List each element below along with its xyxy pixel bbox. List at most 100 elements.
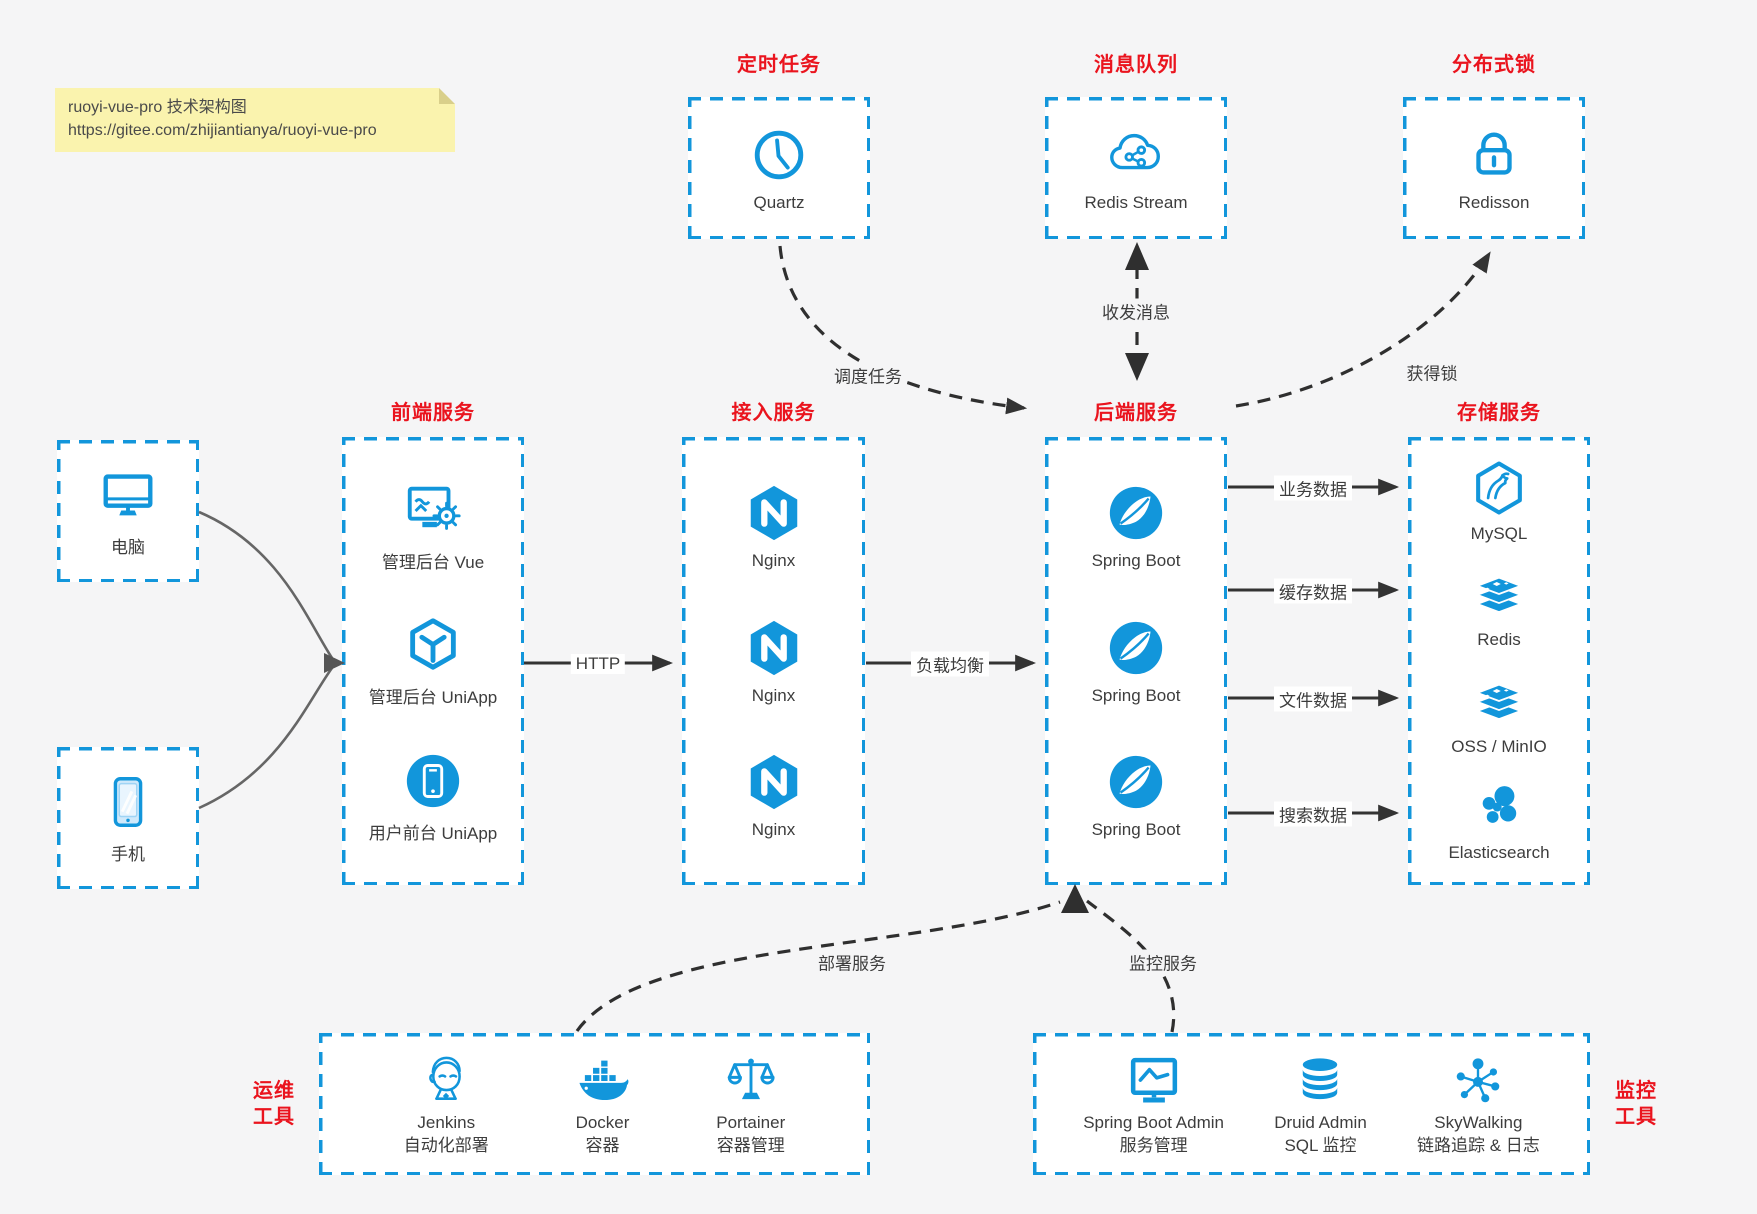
ops-label-line1: 运维 [253,1080,295,1102]
quartz-box: Quartz [688,97,870,239]
nginx-icon [750,486,797,541]
node-spring-boot-3: Spring Boot [1092,751,1180,840]
tool-desc: SQL 监控 [1284,1136,1357,1155]
uniapp-cube-icon [410,618,456,670]
message-queue-title: 消息队列 [1094,54,1178,76]
oss-minio-icon [1476,683,1522,720]
node-redis-stream: Redis Stream [1084,124,1188,213]
clock-icon [754,130,804,179]
smartphone-icon [113,777,143,827]
edge-label-search-data: 搜索数据 [1274,801,1352,827]
node-label: Spring Boot [1091,685,1181,705]
user-uniapp-icon [406,754,460,807]
spring-boot-icon [1109,487,1163,540]
msg-up-arrowhead [1125,242,1149,270]
msg-down-arrowhead [1125,353,1149,381]
node-label: 手机 [111,845,145,864]
node-nginx-1: Nginx [743,482,805,571]
spring-boot-icon [1109,621,1163,674]
node-spring-boot-1: Spring Boot [1092,482,1180,571]
node-redisson: Redisson [1459,124,1529,213]
node-user-uniapp: 用户前台 UniApp [369,750,497,844]
tool-skywalking: SkyWalking 链路追踪 & 日志 [1417,1052,1540,1157]
edge-label-deploy-service: 部署服务 [813,949,891,975]
tool-name: Jenkins [417,1112,476,1132]
node-label: Nginx [751,551,796,571]
tool-druid-admin: Druid Admin SQL 监控 [1274,1052,1367,1157]
elasticsearch-icon [1482,786,1517,824]
node-label: OSS / MinIO [1451,736,1547,756]
edge-label-monitor-service: 监控服务 [1124,949,1202,975]
nginx-icon [750,754,797,809]
tool-spring-boot-admin: Spring Boot Admin 服务管理 [1083,1052,1224,1157]
backend-services-box: Spring Boot Spring Boot Spring Boot [1045,437,1227,885]
storage-services-box: MySQL Redis OSS / MinIO [1408,437,1590,885]
node-label: Nginx [751,685,796,705]
edge-label-load-balance: 负载均衡 [911,651,989,677]
deploy-monitor-arrowhead [1061,884,1089,913]
edge-label-http: HTTP [570,654,626,674]
node-spring-boot-2: Spring Boot [1091,617,1181,706]
vue-admin-icon [407,486,461,530]
monitoring-tools-box: Spring Boot Admin 服务管理 Druid Admin SQL 监… [1033,1033,1590,1175]
tool-desc: 自动化部署 [403,1136,489,1155]
monitoring-label-line1: 监控 [1615,1080,1657,1102]
note-url: https://gitee.com/zhijiantianya/ruoyi-vu… [68,122,377,140]
edge-label-cache-data: 缓存数据 [1274,578,1352,604]
edge-label-business-data: 业务数据 [1274,475,1352,501]
node-admin-vue: 管理后台 Vue [382,479,484,573]
portainer-icon [727,1058,775,1099]
client-merge-curves [198,510,334,810]
client-merge-arrowhead [324,653,345,673]
backend-services-title: 后端服务 [1094,402,1178,424]
jenkins-icon [429,1056,462,1100]
edge-label-schedule-task: 调度任务 [829,362,907,388]
node-label: Elasticsearch [1448,843,1550,863]
sticky-note: ruoyi-vue-pro 技术架构图 https://gitee.com/zh… [55,88,455,152]
tool-desc: 容器管理 [716,1136,785,1155]
node-label: 用户前台 UniApp [368,823,498,843]
lock-icon [1476,132,1512,175]
frontend-services-title: 前端服务 [391,402,475,424]
monitoring-label-line2: 工具 [1615,1106,1657,1128]
pc-client-box: 电脑 [57,440,199,582]
node-quartz: Quartz [748,124,810,213]
scheduled-task-title: 定时任务 [737,54,821,76]
tool-name: Druid Admin [1274,1112,1367,1132]
edge-label-acquire-lock: 获得锁 [1401,359,1463,385]
node-label: Redis [1477,630,1521,650]
tool-name: Spring Boot Admin [1083,1112,1224,1132]
tool-desc: 链路追踪 & 日志 [1416,1136,1540,1155]
node-label: 电脑 [111,538,145,557]
ops-tools-side-label: 运维 工具 [238,1078,310,1130]
spring-boot-admin-icon [1130,1057,1177,1103]
ops-label-line2: 工具 [253,1106,295,1128]
skywalking-icon [1457,1058,1500,1103]
node-elasticsearch: Elasticsearch [1448,778,1550,863]
mysql-icon [1476,461,1522,515]
monitoring-tools-side-label: 监控 工具 [1600,1078,1672,1130]
edge-label-send-receive-msg: 收发消息 [1097,298,1175,324]
node-label: Quartz [753,192,805,212]
frontend-services-box: 管理后台 Vue 管理后台 UniApp 用户前台 UniApp [342,437,524,885]
node-mobile: 手机 [97,771,159,865]
desktop-icon [103,474,153,516]
note-title: ruoyi-vue-pro 技术架构图 [68,99,247,116]
node-label: Nginx [751,819,796,839]
storage-services-title: 存储服务 [1457,402,1541,424]
node-nginx-3: Nginx [743,751,805,840]
node-label: Redis Stream [1084,192,1188,212]
tool-desc: 容器 [585,1136,620,1155]
redisson-box: Redisson [1403,97,1585,239]
node-mysql: MySQL [1470,459,1528,544]
docker-icon [578,1060,628,1100]
node-oss-minio: OSS / MinIO [1451,672,1547,757]
node-nginx-2: Nginx [743,617,805,706]
tool-docker: Docker 容器 [574,1052,632,1157]
druid-icon [1303,1058,1338,1099]
spring-boot-icon [1109,755,1163,808]
tool-name: Docker [575,1112,630,1132]
distributed-lock-title: 分布式锁 [1452,54,1536,76]
